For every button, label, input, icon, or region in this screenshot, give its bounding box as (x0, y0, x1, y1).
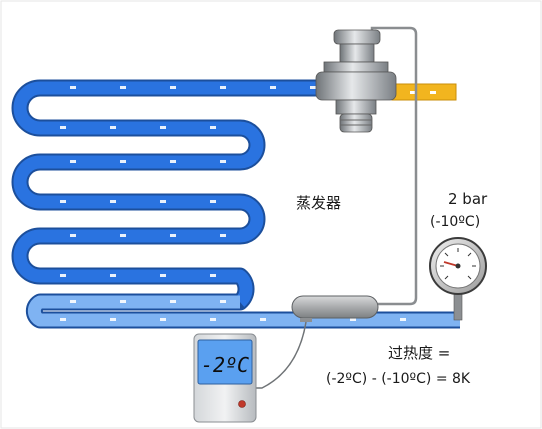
liquid-line-arrows (410, 91, 436, 94)
flow-arrows (60, 86, 406, 321)
superheat-formula: (-2ºC) - (-10ºC) = 8K (326, 371, 471, 387)
capillary-tube (370, 26, 418, 306)
evaporator-label: 蒸发器 (296, 194, 341, 212)
sensing-bulb (291, 295, 379, 322)
evaporator-coil (13, 81, 340, 307)
superheat-title: 过热度 = (388, 344, 450, 362)
gauge-temperature-label: (-10ºC) (430, 214, 480, 230)
pressure-gauge (429, 237, 487, 321)
expansion-valve (315, 29, 397, 133)
digital-thermometer: -2ºC (193, 333, 257, 423)
suction-line (27, 295, 460, 327)
thermometer-lead (254, 321, 307, 389)
thermometer-button (238, 400, 246, 408)
liquid-line (391, 83, 457, 101)
pressure-label: 2 bar (448, 190, 488, 208)
thermometer-reading: -2ºC (201, 353, 249, 377)
